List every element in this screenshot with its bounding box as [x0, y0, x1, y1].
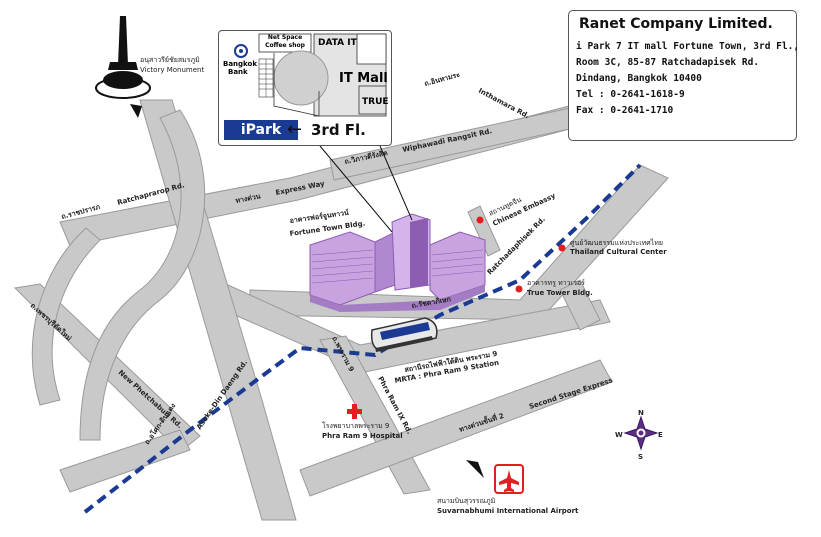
bank-name-1: Bangkok — [223, 60, 257, 68]
truetower-th-label: อาคารทรู ทาวเวอร์ — [527, 279, 585, 287]
compass-w: W — [615, 431, 623, 439]
compass-s: S — [638, 453, 643, 461]
coffee-shop-label: Coffee shop — [265, 42, 305, 49]
victory-en-label: Victory Monument — [140, 66, 204, 74]
compass-icon — [623, 415, 659, 451]
victory-monument-icon — [95, 16, 151, 118]
company-info-box: Ranet Company Limited. i Park 7 IT mall … — [568, 10, 800, 141]
airport-icon — [494, 464, 524, 494]
true-store-label: TRUE — [362, 97, 389, 107]
fortune-town-building — [309, 213, 486, 312]
curved-connector — [31, 227, 101, 406]
inthamara-th-label: ถ.อินทามระ — [423, 71, 461, 88]
mrt-train-icon — [370, 317, 438, 352]
true-tower-marker — [515, 285, 523, 293]
compass-e: E — [658, 431, 663, 439]
lower-left-road — [59, 429, 191, 493]
floor-plan-inset: Net Space Coffee shop DATA IT Bangkok Ba… — [218, 30, 392, 146]
right-road-band — [559, 279, 601, 331]
address-line-2: Room 3C, 85-87 Ratchadapisek Rd. — [576, 57, 760, 68]
victory-th-label: อนุสาวรีย์ชัยสมรภูมิ — [140, 56, 200, 64]
airport-th-label: สนามบินสุวรรณภูมิ — [437, 497, 495, 505]
cultural-en-label: Thailand Cultural Center — [570, 248, 667, 256]
hospital-th-label: โรงพยาบาลพระราม 9 — [322, 421, 389, 430]
callout-line-2 — [379, 145, 413, 221]
tel-line: Tel : 0-2641-1618-9 — [576, 89, 685, 100]
company-name: Ranet Company Limited. — [579, 16, 773, 32]
arrow-left-icon: ← — [287, 119, 303, 140]
compass-n: N — [638, 409, 644, 417]
floor-plan-drawing — [234, 33, 387, 117]
hospital-cross-icon — [347, 404, 362, 419]
callout-line-1 — [319, 145, 393, 233]
mrt-line — [83, 163, 642, 514]
asoke-road — [139, 99, 297, 521]
second-stage-road — [299, 359, 613, 497]
curved-expressway — [79, 109, 206, 441]
fax-line: Fax : 0-2641-1710 — [576, 105, 674, 116]
cultural-th-label: ศูนย์วัฒนธรรมแห่งประเทศไทย — [570, 238, 663, 247]
airport-en-label: Suvarnabhumi International Airport — [437, 507, 579, 515]
cultural-center-marker — [558, 244, 566, 252]
ipark-tag: iPark — [224, 120, 298, 140]
data-it-label: DATA IT — [318, 38, 357, 48]
address-line-1: i Park 7 IT mall Fortune Town, 3rd Fl., — [576, 41, 800, 52]
bank-name-2: Bank — [228, 68, 248, 76]
address-line-3: Dindang, Bangkok 10400 — [576, 73, 702, 84]
it-mall-label: IT Mall — [339, 71, 388, 86]
net-space-label: Net Space — [267, 34, 303, 41]
airport-direction-arrow — [466, 460, 484, 478]
hospital-en-label: Phra Ram 9 Hospital — [322, 432, 403, 440]
floor-label: 3rd Fl. — [311, 121, 366, 139]
truetower-en-label: True Tower Bldg. — [527, 289, 593, 297]
embassy-marker — [476, 216, 484, 224]
inthamara-en-label: Inthamara Rd. — [477, 87, 531, 121]
